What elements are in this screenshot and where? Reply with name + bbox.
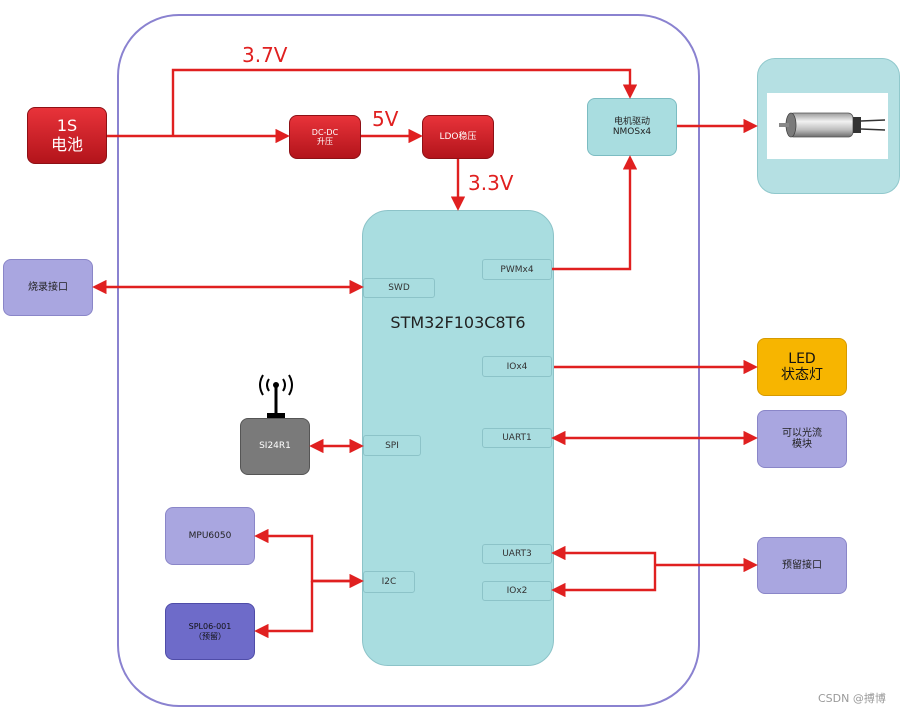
led-line2: 状态灯: [781, 367, 823, 383]
led-box: LED 状态灯: [757, 338, 847, 396]
battery-line2: 电池: [50, 134, 83, 154]
label-3v7: 3.7V: [242, 43, 288, 67]
ldo-box: LDO稳压: [422, 115, 494, 159]
motor-icon: [767, 93, 888, 159]
led-line1: LED: [788, 350, 816, 367]
mpu-box: MPU6050: [165, 507, 255, 565]
motor-driver-line2: NMOSx4: [612, 127, 652, 137]
board-outline: [117, 14, 700, 707]
spl-line2: （预留）: [194, 631, 226, 641]
pin-io2: IOx2: [482, 581, 552, 601]
dcdc-box: DC-DC 升压: [289, 115, 361, 159]
wire-i2c-mpu: [254, 528, 361, 583]
label-5v: 5V: [372, 107, 399, 131]
antenna-icon: [254, 373, 298, 419]
dcdc-line2: 升压: [317, 137, 333, 146]
optical-flow-line1: 可以光流: [782, 427, 822, 439]
watermark: CSDN @搏博: [818, 692, 886, 705]
motor-driver-line1: 电机驱动: [613, 116, 650, 127]
spl-box: SPL06-001 （预留）: [165, 603, 255, 660]
radio-box: SI24R1: [240, 418, 310, 475]
debug-port-box: 烧录接口: [3, 259, 93, 316]
pin-uart1: UART1: [482, 428, 552, 448]
mcu-name: STM32F103C8T6: [390, 313, 526, 332]
spl-line1: SPL06-001: [188, 622, 232, 632]
wire-reserved-io2: [551, 565, 657, 598]
battery-line1: 1S: [56, 116, 78, 136]
battery-box: 1S 电池: [27, 107, 107, 164]
pin-io4: IOx4: [482, 356, 552, 377]
wire-i2c-spl: [254, 581, 314, 639]
optical-flow-line2: 模块: [792, 439, 812, 450]
wire-pwm-driver: [552, 155, 638, 271]
wire-reserved-uart3: [551, 545, 657, 565]
reserved-port-box: 预留接口: [757, 537, 847, 594]
pin-pwm: PWMx4: [482, 259, 552, 280]
dcdc-line1: DC-DC: [311, 127, 339, 137]
wire-battery-motor: [171, 68, 638, 136]
label-3v3: 3.3V: [468, 171, 514, 195]
